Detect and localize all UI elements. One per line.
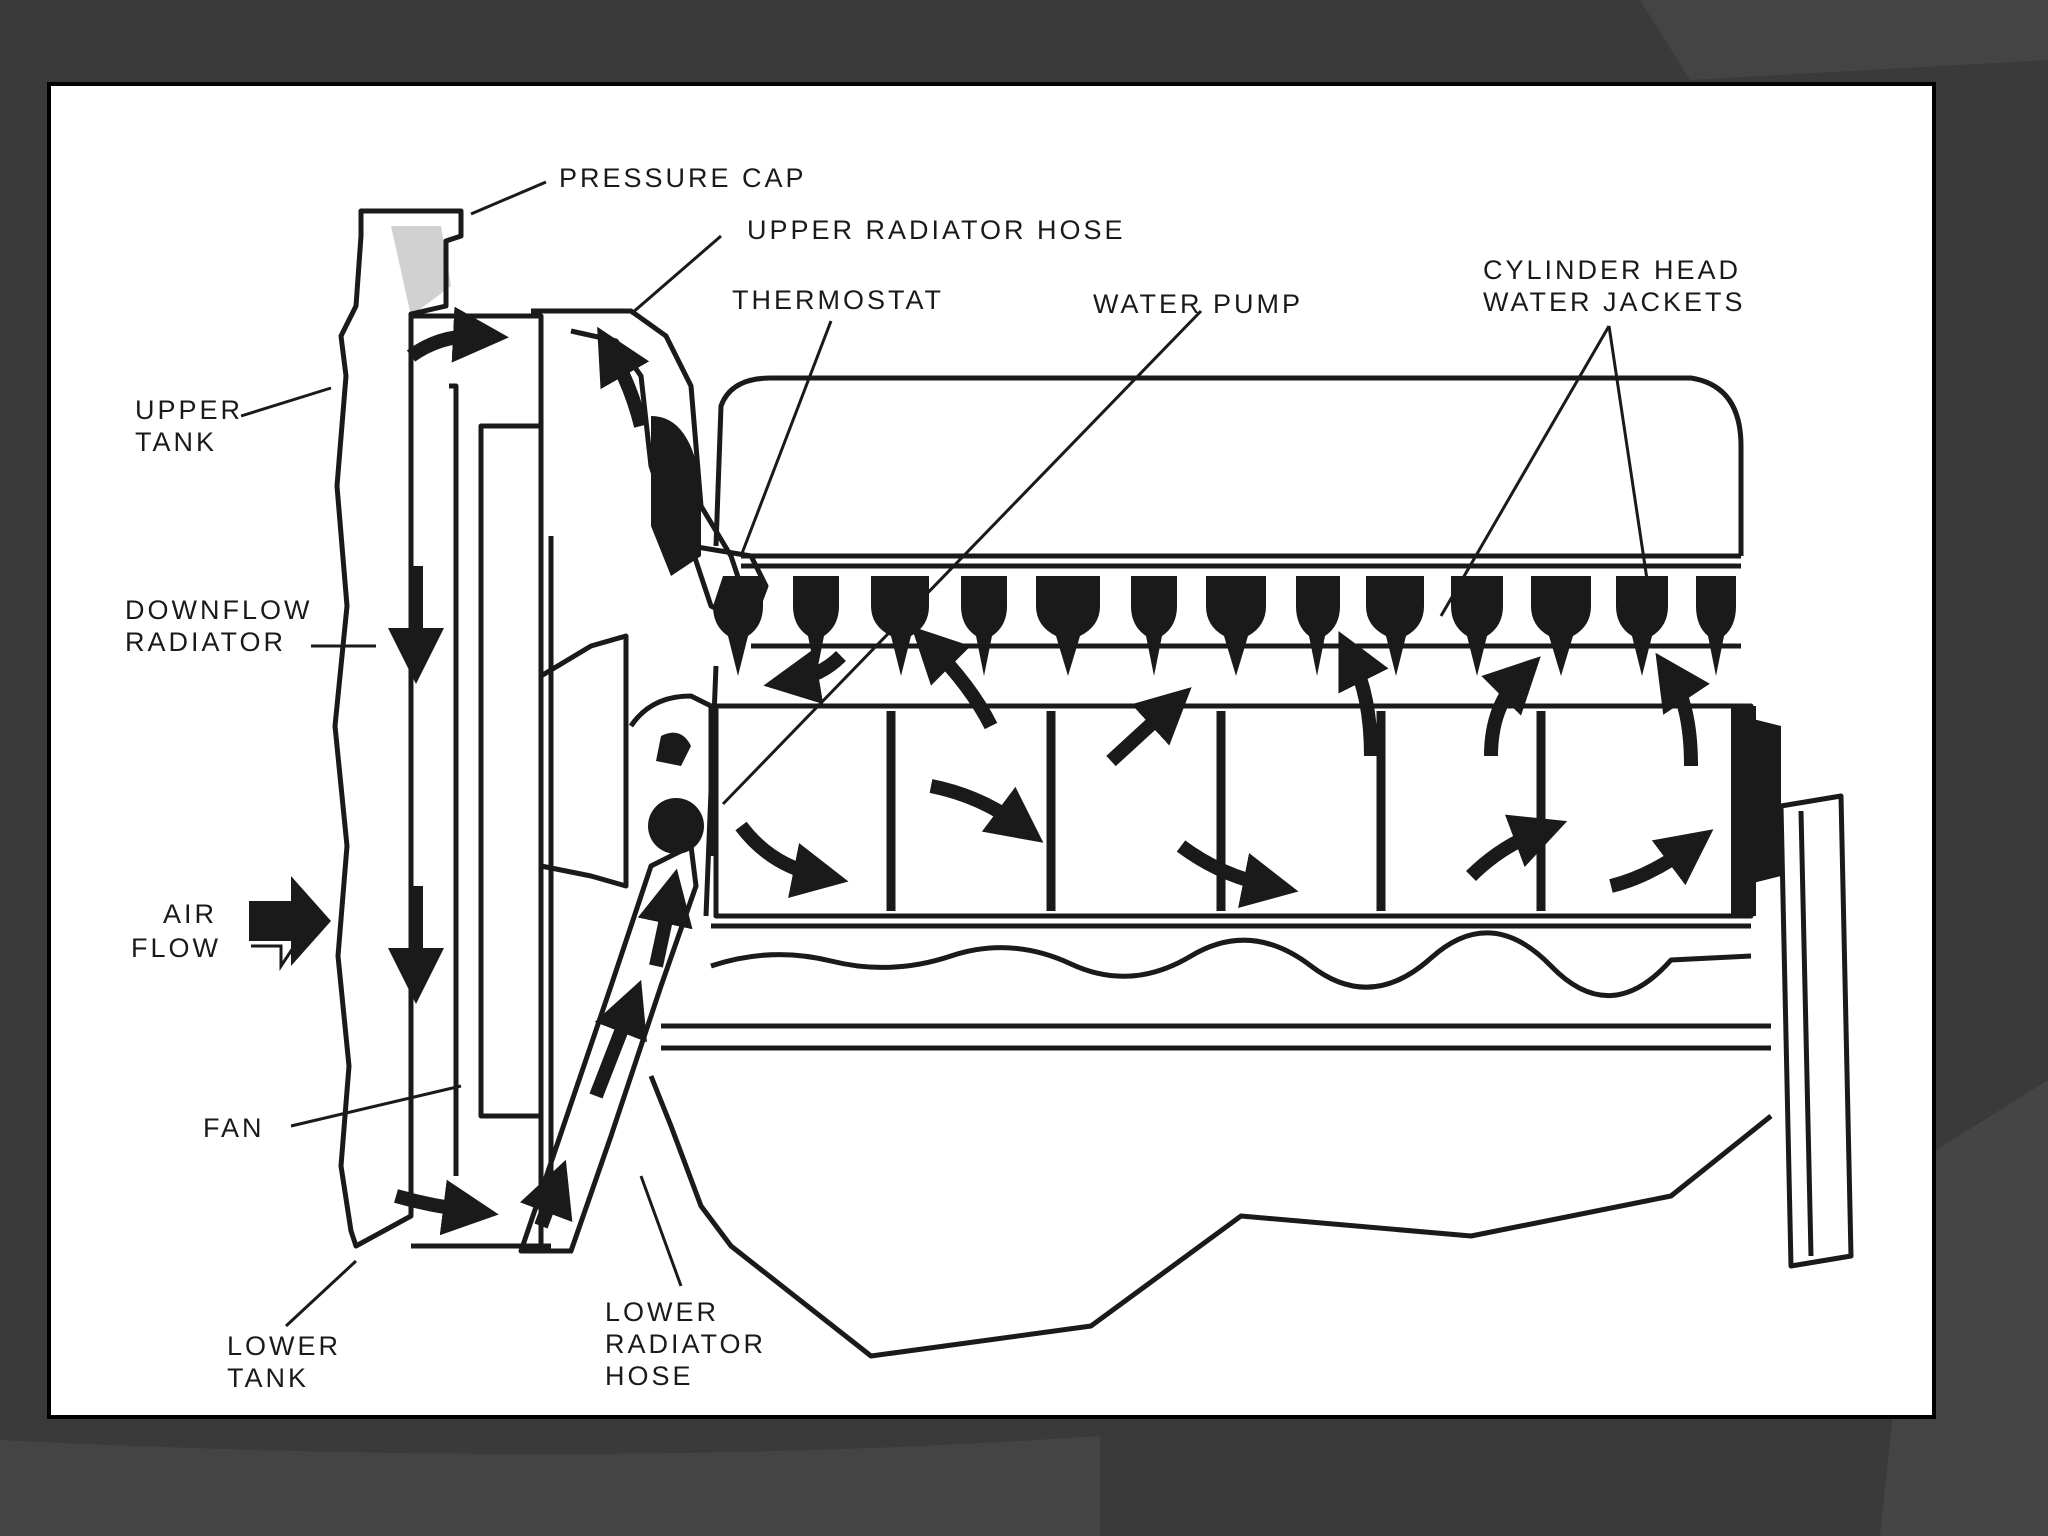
label-downflow-line1: DOWNFLOW xyxy=(125,595,313,625)
label-air-flow-line2: FLOW xyxy=(131,933,221,963)
harmonic-balancer xyxy=(1778,793,1854,1269)
label-water-pump: WATER PUMP xyxy=(1093,289,1303,319)
cutaway-line xyxy=(710,930,1752,999)
water-pump-impeller xyxy=(648,798,704,854)
coolant-flow-arrows xyxy=(388,306,1714,1236)
diagram-artwork xyxy=(240,180,1854,1359)
label-lower-hose-line3: HOSE xyxy=(605,1361,694,1391)
thermostat-dark xyxy=(651,416,701,576)
water-pump-body xyxy=(628,693,714,856)
fan-blade xyxy=(478,423,544,1119)
label-lower-hose-line2: RADIATOR xyxy=(605,1329,767,1359)
radiator-shell xyxy=(332,208,464,1249)
label-lower-hose-line1: LOWER xyxy=(605,1297,720,1327)
cylinder-block xyxy=(713,703,1754,919)
label-cylinder-head-line1: CYLINDER HEAD xyxy=(1483,255,1742,285)
air-flow-arrow xyxy=(249,876,331,966)
label-lower-tank-line1: LOWER xyxy=(227,1331,342,1361)
fan-hub xyxy=(539,633,629,889)
label-cylinder-head-line2: WATER JACKETS xyxy=(1483,287,1746,317)
label-pressure-cap: PRESSURE CAP xyxy=(559,163,807,193)
engine-cooling-diagram: PRESSURE CAP UPPER RADIATOR HOSE THERMOS… xyxy=(47,82,1936,1419)
engine-block xyxy=(713,375,1744,556)
label-upper-radiator-hose: UPPER RADIATOR HOSE xyxy=(747,215,1126,245)
oil-pan xyxy=(648,1075,1773,1359)
lower-hose xyxy=(518,843,699,1254)
label-downflow-line2: RADIATOR xyxy=(125,627,287,657)
water-jackets xyxy=(713,576,1736,676)
radiator-core xyxy=(411,313,544,1249)
label-lower-tank-line2: TANK xyxy=(227,1363,310,1393)
leader-lines xyxy=(240,180,1653,1328)
label-fan: FAN xyxy=(203,1113,265,1143)
label-upper-tank-line1: UPPER xyxy=(135,395,244,425)
upper-hose xyxy=(531,308,744,587)
cylinder-walls xyxy=(886,711,1546,911)
label-upper-tank-line2: TANK xyxy=(135,427,218,457)
label-air-flow-line1: AIR xyxy=(163,899,218,929)
label-thermostat: THERMOSTAT xyxy=(732,285,944,315)
